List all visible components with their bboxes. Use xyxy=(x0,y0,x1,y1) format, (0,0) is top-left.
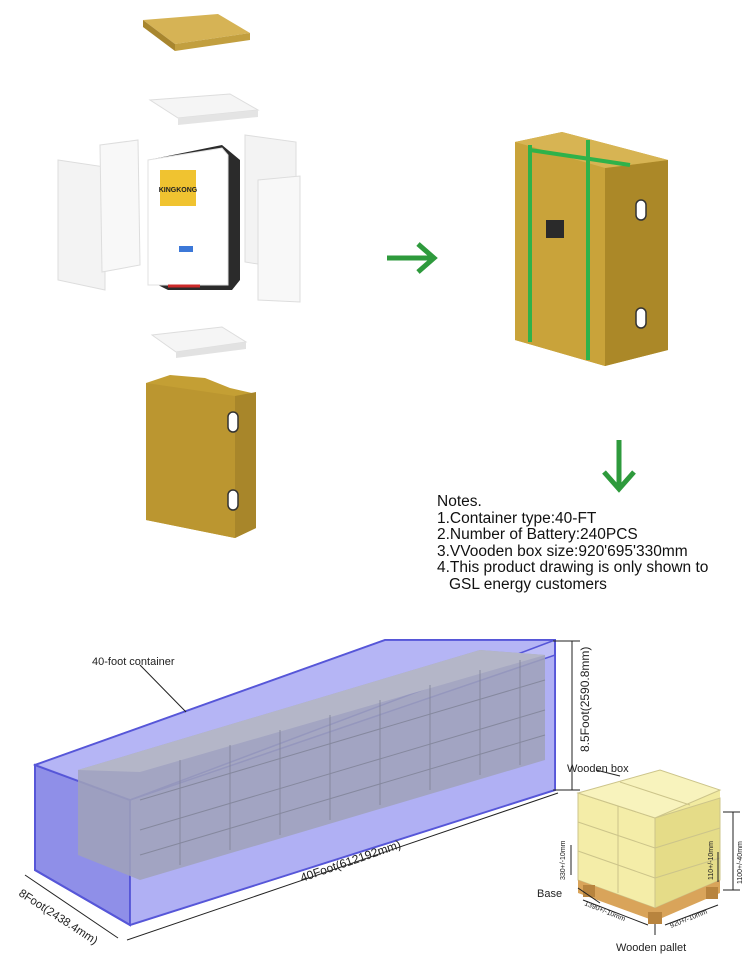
foam-right xyxy=(244,134,301,303)
battery-unit xyxy=(147,145,240,290)
container-label: 40-foot container xyxy=(92,656,175,668)
note-line-3: 3.VVooden box size:920'695'330mm xyxy=(437,542,688,560)
length-dimension xyxy=(126,792,559,941)
open-wooden-box xyxy=(146,375,256,538)
container-label-leader xyxy=(139,664,187,713)
height-dimension-label: 8.5Foot(2590.8mm) xyxy=(578,647,592,752)
box-height-dim-label: 330+/-10mm xyxy=(560,840,567,880)
right-arrow-icon xyxy=(387,242,438,274)
note-line-1: 1.Container type:40-FT xyxy=(437,509,597,527)
total-height-dim-label: 1100+/-40mm xyxy=(737,841,744,884)
down-arrow-icon xyxy=(602,440,636,493)
note-line-2: 2.Number of Battery:240PCS xyxy=(437,526,638,544)
foam-bottom xyxy=(150,326,248,358)
wooden-pallet-label: Wooden pallet xyxy=(616,942,686,954)
note-line-4: 4.This product drawing is only shown to xyxy=(437,559,709,577)
height-dimension xyxy=(553,640,580,791)
brand-logo-text: KINGKONG xyxy=(159,187,198,194)
wooden-lid xyxy=(143,14,250,51)
width-dimension xyxy=(24,874,119,939)
foam-left xyxy=(57,139,141,291)
shipping-container xyxy=(32,639,556,927)
notes-panel: Notes. 1.Container type:40-FT 2.Number o… xyxy=(437,493,709,594)
notes-heading: Notes. xyxy=(437,493,482,510)
note-line-5: GSL energy customers xyxy=(449,575,607,593)
foam-top xyxy=(148,93,260,125)
base-label: Base xyxy=(537,888,562,900)
wooden-box-label: Wooden box xyxy=(567,763,629,775)
closed-wooden-box xyxy=(515,132,668,366)
pallet-box-stack xyxy=(576,769,722,909)
layer-dim-label: 110+/-10mm xyxy=(708,841,715,880)
pallet-dimensions xyxy=(570,769,740,935)
battery-stack-lines xyxy=(139,660,546,865)
